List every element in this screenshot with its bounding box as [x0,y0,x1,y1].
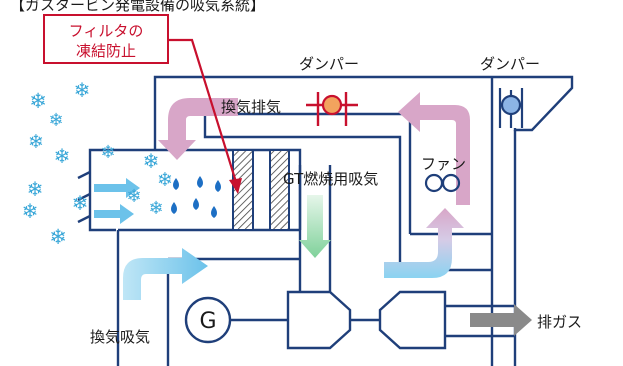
callout-line-2: 凍結防止 [76,42,136,60]
damper-icon [306,92,358,126]
snowflake-icon: ❄ [72,191,89,215]
fan-icon [424,173,461,193]
snowflake-icon: ❄ [148,198,163,219]
damper-left-label: ダンパー [299,55,359,73]
damper-right-label: ダンパー [480,55,540,73]
snowflake-icon: ❄ [157,169,173,191]
fan-label: ファン [421,155,466,173]
inlet-air-arrow-top [94,178,140,198]
exhaust-vent-label: 換気排気 [221,98,281,116]
recirculation-arrow [158,98,238,160]
filter-element-2 [269,149,290,231]
vent-intake-arrow [123,248,208,300]
intake-vent-label: 換気吸気 [90,328,150,346]
snowflake-icon: ❄ [143,149,160,173]
water-drop-icon [173,178,179,190]
gas-turbine [230,290,515,350]
callout-line-1: フィルタの [69,22,144,40]
snowflake-icon: ❄ [22,199,39,223]
generator-label: G [199,309,216,334]
water-drop-icon [215,180,221,192]
diagram-heading: 【ガスタービン発電設備の吸気系統】 [10,0,265,14]
water-drop-icon [197,176,203,188]
snowflake-icon: ❄ [28,131,44,153]
snowfall: ❄❄❄❄❄❄❄❄❄❄❄❄❄❄ [22,78,173,249]
exhaust-gas-label: 排ガス [537,313,582,331]
filter-freeze-callout: フィルタの 凍結防止 [43,14,242,194]
snowflake-icon: ❄ [49,225,67,249]
generator-icon: G [184,296,232,344]
warm-air-up-arrow [384,208,464,278]
water-drop-icon [171,202,177,214]
snowflake-icon: ❄ [27,177,44,201]
snowflake-icon: ❄ [100,142,115,163]
snowflake-icon: ❄ [54,144,71,168]
water-drop-icon [211,206,217,218]
filter-element-1 [232,149,254,231]
gt-intake-arrow [299,195,331,258]
water-drop-icon [193,198,199,210]
damper-open-icon [498,88,524,128]
snowflake-icon: ❄ [48,110,63,131]
gt-intake-duct [298,165,332,292]
fan-exhaust-arrow [398,92,470,205]
gt-intake-label: GT燃焼用吸気 [283,170,378,188]
exhaust-gas-arrow [470,304,532,336]
inlet-air-arrow-bottom [94,204,134,224]
snowflake-icon: ❄ [29,89,47,113]
snowflake-icon: ❄ [126,186,141,207]
snowflake-icon: ❄ [74,78,91,102]
water-droplets [171,176,221,218]
